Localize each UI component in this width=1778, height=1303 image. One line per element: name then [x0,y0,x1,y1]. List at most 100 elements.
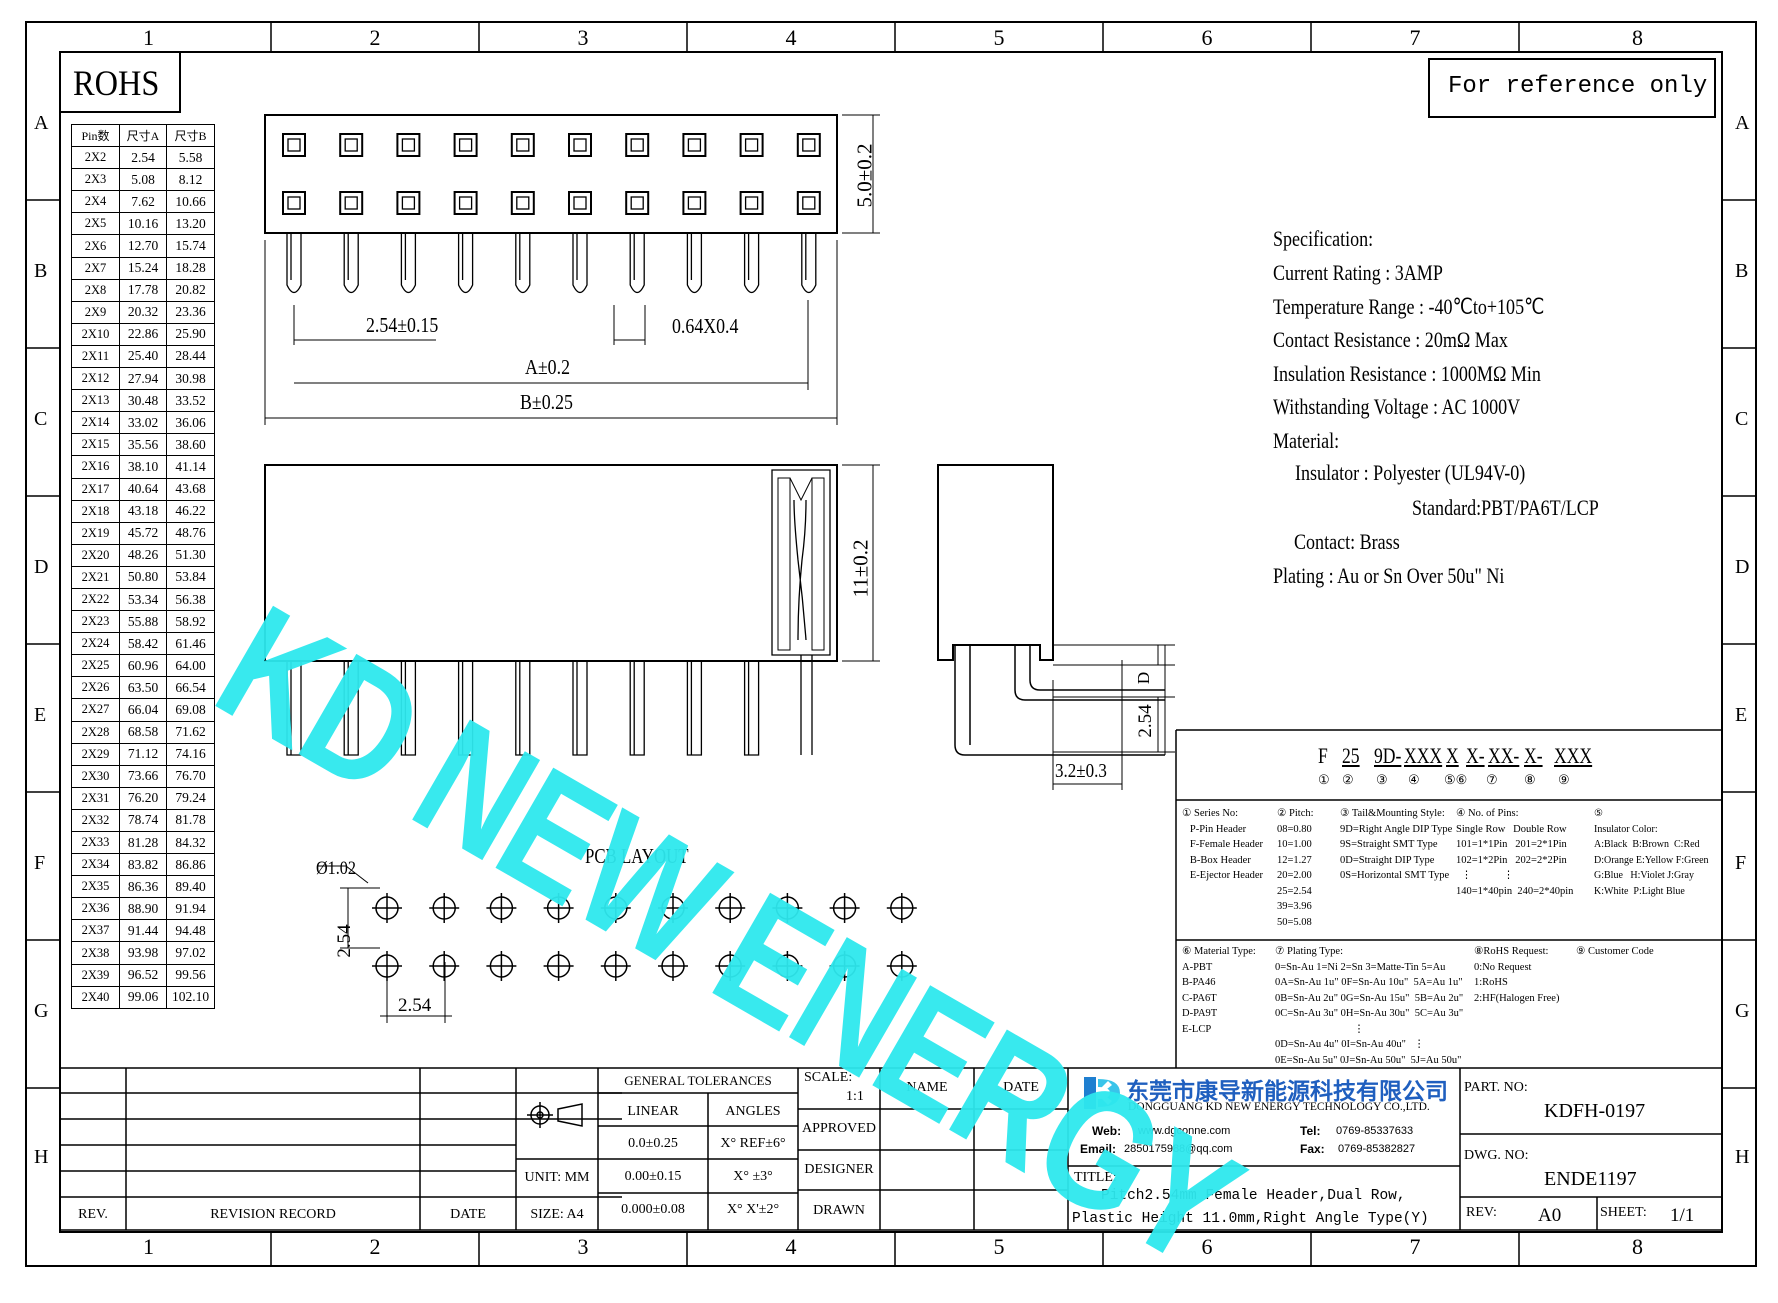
table-cell: 13.20 [166,212,215,236]
table-cell: 94.48 [166,919,215,943]
table-cell: 53.84 [166,565,215,589]
sheet-value: 1/1 [1670,1205,1695,1226]
table-cell: 35.56 [119,433,167,457]
name-header: NAME [906,1080,948,1095]
table-cell: 97.02 [166,941,215,965]
fax-label: Fax: [1300,1142,1325,1156]
zone-col-label: 5 [993,25,1005,50]
dim-height-side: 11±0.2 [848,539,873,598]
table-cell: 91.94 [166,897,215,921]
pin-table-header: 尺寸B [166,123,215,148]
tolerance-angle: X° X'±2° [726,1202,780,1217]
table-cell: 2X34 [71,853,120,877]
table-cell: 73.66 [119,764,167,788]
sheet-label: SHEET: [1600,1205,1647,1220]
bottom-view [264,464,880,756]
table-cell: 2X29 [71,742,120,766]
table-cell: 58.42 [119,632,167,656]
table-cell: 69.08 [166,698,215,722]
zone-col-label: 8 [1632,1234,1643,1259]
table-cell: 78.74 [119,808,167,833]
table-cell: 63.50 [119,676,167,700]
table-cell: 55.88 [119,610,167,634]
table-cell: 2X3 [71,168,120,192]
table-cell: 2X5 [71,212,120,236]
spec-insulator: Insulator : Polyester (UL94V-0) [1295,460,1526,485]
table-cell: 33.02 [119,411,167,435]
table-cell: 81.28 [119,830,167,855]
table-cell: 36.06 [166,411,215,435]
table-cell: 41.14 [166,455,215,479]
part-code-segment: XX- [1488,743,1520,768]
inner-frame [59,51,1723,1233]
part-code-index: ⑨ [1558,772,1570,787]
spec-contact: Contact: Brass [1294,529,1400,554]
zone-row-label: E [1735,704,1748,726]
zone-col-label: 6 [1201,25,1213,50]
dim-side-offset: 3.2±0.3 [1055,760,1107,782]
dwg-no-label: DWG. NO: [1464,1148,1529,1163]
email-value: 2850175988@qq.com [1124,1143,1233,1155]
table-cell: 38.10 [119,455,167,479]
part-code-index: ⑦ [1486,772,1498,787]
reference-label: For reference only [1448,73,1708,100]
legend-plating: ⑦ Plating Type: 0=Sn-Au 1=Ni 2=Sn 3=Matt… [1275,946,1464,1066]
dim-hole-dia: Ø1.02 [316,858,356,879]
part-code-segment: 9D- [1374,743,1402,768]
table-cell: 2X35 [71,875,120,899]
zone-row-label: G [1735,1000,1750,1022]
table-cell: 25.40 [119,344,167,369]
pin-table-header: 尺寸A [119,123,167,148]
legend-customer: ⑨ Customer Code [1576,946,1654,957]
table-cell: 45.72 [119,521,167,545]
table-cell: 33.52 [166,389,215,413]
table-cell: 96.52 [119,963,167,987]
table-cell: 2X38 [71,941,120,965]
zone-row-label: F [34,852,46,874]
table-cell: 81.78 [166,808,215,833]
email-label: Email: [1080,1142,1117,1156]
revision-record-header: REVISION RECORD [210,1207,336,1222]
part-code-index: ① [1318,772,1330,787]
table-cell: 17.78 [119,278,167,302]
scale-label: SCALE: [804,1070,853,1085]
table-cell: 60.96 [119,654,167,678]
table-cell: 74.16 [166,742,215,766]
table-cell: 48.26 [119,543,167,567]
pin-table-header: Pin数 [71,123,120,148]
table-cell: 15.74 [166,234,215,258]
table-cell: 56.38 [166,587,215,612]
table-cell: 99.56 [166,963,215,987]
table-cell: 66.04 [119,698,167,722]
tel-value: 0769-85337633 [1336,1125,1414,1137]
side-view [937,464,1175,790]
zone-row-label: A [1735,112,1750,134]
web-value: www.dgconne.com [1138,1125,1231,1137]
spec-plating: Plating : Au or Sn Over 50u" Ni [1273,563,1505,588]
table-cell: 68.58 [119,720,167,744]
scale-value: 1:1 [846,1089,864,1104]
table-cell: 84.32 [166,830,215,855]
zone-row-label: G [34,1000,49,1022]
table-cell: 2X11 [71,344,120,369]
rohs-label: ROHS [73,63,160,103]
dim-b: B±0.25 [520,390,573,414]
table-cell: 2X13 [71,389,120,413]
